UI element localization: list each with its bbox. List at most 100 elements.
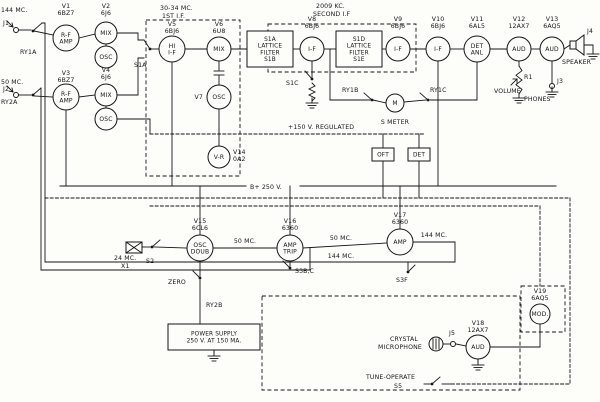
- tube-v10-designation: V10: [432, 16, 445, 23]
- j1-antenna-arrow-icon: [11, 22, 14, 28]
- wire: [451, 197, 571, 385]
- s1c-switch: [304, 70, 313, 80]
- ry1b-switch: [363, 92, 374, 102]
- freq-50mc: 50 MC.: [1, 79, 23, 86]
- microphone-icon: [428, 336, 444, 352]
- v19-box: [520, 285, 566, 333]
- tube-v3-function: AMP: [59, 97, 73, 104]
- v14-label-1: V14: [233, 149, 246, 156]
- crystal-x1-icon: [125, 241, 143, 254]
- s1c-label: S1C: [286, 80, 299, 87]
- speaker-icon: [569, 34, 585, 56]
- tube-v4-osc-function: OSC: [99, 116, 112, 123]
- wire: [429, 61, 478, 101]
- tube-v10-function: I-F: [434, 46, 442, 53]
- j5-label: J5: [448, 330, 455, 337]
- tube-v1-designation: 6BZ7: [58, 10, 75, 17]
- tube-v14-function: V-R: [214, 154, 225, 161]
- tube-v7: [206, 84, 232, 110]
- wire: [563, 44, 571, 50]
- s3f-label: S3F: [396, 277, 408, 284]
- j2-jack-icon: [13, 92, 19, 98]
- lattice-filter-2-label: S1D: [353, 37, 366, 43]
- wire: [302, 242, 388, 249]
- j2-antenna-arrow-icon: [8, 90, 14, 93]
- tube-v6-function: MIX: [213, 46, 225, 53]
- j2-label: J2: [2, 86, 9, 93]
- tube-v18-function: AUD: [471, 344, 485, 351]
- s3bc-label: S3B,C: [295, 268, 314, 275]
- wire: [116, 118, 151, 135]
- s2-switch: [150, 239, 161, 249]
- j2-jack-icon: [13, 92, 19, 98]
- tube-v9-designation: 6BJ6: [391, 23, 406, 30]
- oft-box-label: OFT: [377, 153, 389, 159]
- j4-label: J4: [586, 28, 593, 35]
- j3-label: J3: [556, 78, 563, 85]
- tube-v12-function: AUD: [512, 46, 526, 53]
- j1-antenna-arrow-icon: [6, 20, 14, 28]
- j2-antenna-arrow-icon: [11, 87, 14, 93]
- tube-v12-designation: 12AX7: [508, 23, 529, 30]
- freq-144mc-b: 144 MC.: [328, 253, 354, 260]
- s1a-switch: [143, 39, 151, 50]
- ry1c-label: RY1C: [430, 87, 447, 94]
- tube-v2-mix-designation: V2: [102, 3, 110, 10]
- freq-144mc-c: 144 MC.: [421, 232, 447, 239]
- tube-v1-designation: V1: [62, 3, 70, 10]
- v14-label-2: 0A2: [233, 156, 246, 163]
- tube-v13-function: AUD: [545, 46, 559, 53]
- j1-antenna-arrow-icon: [8, 25, 14, 28]
- wire: [116, 57, 145, 96]
- lattice-filter-1-label: FILTER: [260, 50, 280, 56]
- crystal-mic-label-2: MICROPHONE: [378, 344, 422, 351]
- wire: [153, 246, 188, 249]
- j2-antenna-arrow-icon: [6, 85, 14, 93]
- tube-v3-designation: 6BZ7: [58, 77, 75, 84]
- tube-v17-function: AMP: [393, 239, 407, 246]
- tube-v19: [529, 303, 551, 325]
- tube-v12-designation: V12: [513, 16, 526, 23]
- tube-v10: [425, 36, 451, 62]
- second-if-label-1: 2009 KC.: [316, 3, 345, 10]
- tube-v1-function: R-F: [61, 32, 71, 39]
- tube-v17-designation: V17: [394, 212, 407, 219]
- ground-icon-volume: [512, 92, 526, 104]
- wire: [33, 95, 54, 98]
- modulator-section: [261, 295, 521, 391]
- diagram-root: S1ALATTICEFILTERS1BS1DLATTICEFILTERS1EOF…: [1, 3, 600, 391]
- ry1a-switch: [31, 22, 43, 33]
- coupling-capacitor-icon: [213, 70, 225, 76]
- v7-label: V7: [195, 94, 203, 101]
- tube-v18: [465, 334, 491, 360]
- s2-label: S2: [146, 258, 154, 265]
- tube-v3: [52, 83, 80, 111]
- ry2a-label: RY2A: [1, 99, 18, 106]
- tube-v4-mix: [94, 83, 118, 107]
- tube-v6: [206, 36, 232, 62]
- first-if-section: [145, 19, 241, 177]
- first-if-label-1: 30-34 MC.: [160, 5, 193, 12]
- wire: [489, 324, 541, 348]
- tube-v2-osc: [94, 45, 118, 69]
- ry1c-switch: [419, 92, 430, 102]
- tube-v15-function: DOUB: [191, 248, 209, 255]
- tube-v15-designation: V15: [194, 218, 207, 225]
- tube-v16-designation: V16: [284, 218, 297, 225]
- tube-v8-function: I-F: [308, 46, 316, 53]
- tube-v9-designation: V9: [394, 16, 402, 23]
- zero-switch: [192, 270, 201, 279]
- tube-v18-designation: 12AX7: [467, 327, 488, 334]
- freq-50mc-c: 50 MC.: [330, 235, 352, 242]
- speaker-icon: [569, 40, 577, 50]
- wire: [455, 343, 467, 347]
- tube-v19-function: MOD.: [531, 311, 548, 318]
- det-box-label: DET: [413, 153, 425, 159]
- tube-v5-designation: V5: [168, 21, 176, 28]
- tube-v2-mix-function: MIX: [100, 30, 112, 37]
- s5-switch: [430, 376, 441, 386]
- xtal-id-label: X1: [121, 263, 129, 270]
- j1-label: J1: [2, 20, 9, 27]
